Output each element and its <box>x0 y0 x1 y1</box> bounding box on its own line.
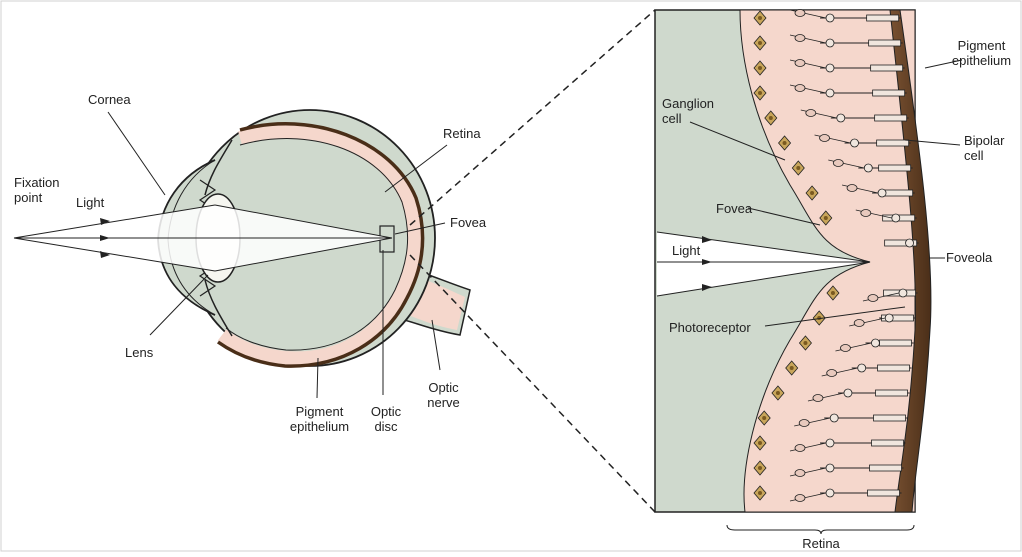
ganglion-nucleus <box>769 116 773 120</box>
lens-label: Lens <box>125 345 153 360</box>
fixation-point-label: Fixation point <box>14 175 60 205</box>
bipolar-cell <box>795 495 805 502</box>
ganglion-cell-label: Ganglion cell <box>662 96 714 126</box>
photoreceptor-nucleus <box>830 414 838 422</box>
photoreceptor-segment <box>875 115 907 121</box>
photoreceptor-segment <box>869 40 901 46</box>
bipolar-cell <box>795 10 805 17</box>
photoreceptor-nucleus <box>826 89 834 97</box>
photoreceptor-nucleus <box>826 64 834 72</box>
ganglion-nucleus <box>758 441 762 445</box>
bipolar-cell <box>833 160 843 167</box>
photoreceptor-nucleus <box>864 164 872 172</box>
ganglion-nucleus <box>796 166 800 170</box>
pigment-epithelium-label-right: Pigment epithelium <box>944 38 1019 68</box>
bipolar-cell <box>868 295 878 302</box>
photoreceptor-nucleus <box>826 14 834 22</box>
bipolar-cell <box>820 135 830 142</box>
bipolar-cell <box>795 35 805 42</box>
photoreceptor-nucleus <box>844 389 852 397</box>
retina-label-bottom: Retina <box>781 536 861 551</box>
photoreceptor-nucleus <box>871 339 879 347</box>
bipolar-cell <box>854 320 864 327</box>
photoreceptor-segment <box>872 440 904 446</box>
photoreceptor-nucleus <box>851 139 859 147</box>
photoreceptor-segment <box>877 140 909 146</box>
bipolar-cell <box>827 370 837 377</box>
bipolar-cell <box>799 420 809 427</box>
bipolar-cell <box>813 395 823 402</box>
ganglion-nucleus <box>831 291 835 295</box>
bipolar-cell-label: Bipolar cell <box>964 133 1004 163</box>
bipolar-cell <box>806 110 816 117</box>
ganglion-nucleus <box>758 41 762 45</box>
retina-label-top: Retina <box>443 126 481 141</box>
photoreceptor-label: Photoreceptor <box>669 320 751 335</box>
optic-nerve-label: Optic nerve <box>421 380 466 410</box>
photoreceptor-nucleus <box>885 314 893 322</box>
ganglion-nucleus <box>810 191 814 195</box>
photoreceptor-segment <box>879 165 911 171</box>
photoreceptor-segment <box>874 415 906 421</box>
ganglion-nucleus <box>824 216 828 220</box>
bipolar-cell <box>795 60 805 67</box>
ganglion-nucleus <box>803 341 807 345</box>
photoreceptor-nucleus <box>837 114 845 122</box>
bipolar-cell <box>795 445 805 452</box>
fovea-label-left: Fovea <box>450 215 486 230</box>
photoreceptor-nucleus <box>826 464 834 472</box>
light-label-right: Light <box>672 243 700 258</box>
ganglion-nucleus <box>758 466 762 470</box>
photoreceptor-segment <box>867 15 899 21</box>
ganglion-nucleus <box>758 491 762 495</box>
pigment-epithelium-label-left: Pigment epithelium <box>282 404 357 434</box>
photoreceptor-segment <box>873 90 905 96</box>
bipolar-cell <box>840 345 850 352</box>
photoreceptor-nucleus <box>899 289 907 297</box>
foveola-label: Foveola <box>946 250 992 265</box>
light-label-left: Light <box>76 195 104 210</box>
ganglion-nucleus <box>776 391 780 395</box>
photoreceptor-nucleus <box>878 189 886 197</box>
bipolar-cell <box>847 185 857 192</box>
ganglion-nucleus <box>758 91 762 95</box>
photoreceptor-segment <box>876 390 908 396</box>
photoreceptor-segment <box>878 365 910 371</box>
bipolar-cell <box>861 210 871 217</box>
photoreceptor-nucleus <box>826 39 834 47</box>
photoreceptor-segment <box>871 65 903 71</box>
bipolar-cell <box>795 470 805 477</box>
fovea-label-right: Fovea <box>716 201 752 216</box>
photoreceptor-nucleus <box>906 239 914 247</box>
bipolar-cell <box>795 85 805 92</box>
photoreceptor-nucleus <box>892 214 900 222</box>
ganglion-nucleus <box>758 66 762 70</box>
photoreceptor-nucleus <box>826 489 834 497</box>
photoreceptor-segment <box>870 465 902 471</box>
ganglion-nucleus <box>790 366 794 370</box>
photoreceptor-nucleus <box>826 439 834 447</box>
ganglion-nucleus <box>783 141 787 145</box>
ganglion-nucleus <box>758 16 762 20</box>
ganglion-nucleus <box>762 416 766 420</box>
photoreceptor-segment <box>868 490 900 496</box>
photoreceptor-nucleus <box>858 364 866 372</box>
cornea-label: Cornea <box>88 92 131 107</box>
optic-disc-label: Optic disc <box>366 404 406 434</box>
zoom-line-top <box>410 10 655 225</box>
photoreceptor-segment <box>880 340 912 346</box>
